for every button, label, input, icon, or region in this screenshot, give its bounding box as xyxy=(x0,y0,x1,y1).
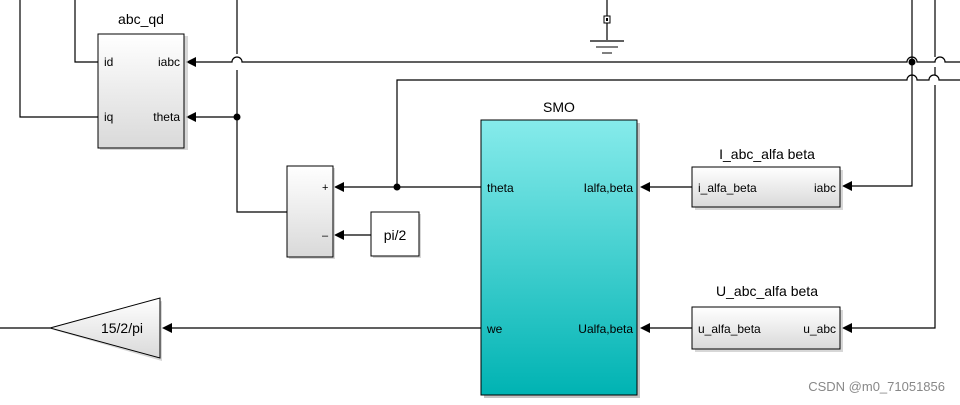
block-abc-qd-title: abc_qd xyxy=(118,11,164,27)
watermark: CSDN @m0_71051856 xyxy=(808,379,945,394)
arrow-iabc-feed xyxy=(842,181,852,191)
smo-port-theta: theta xyxy=(487,181,514,195)
block-sum[interactable]: + – xyxy=(286,165,335,259)
block-smo[interactable]: SMO theta we Ialfa,beta Ualfa,beta xyxy=(480,99,640,398)
block-i-abc-alfa-beta[interactable]: I_abc_alfa beta i_alfa_beta iabc xyxy=(691,146,843,210)
arrow-uabc-feed xyxy=(842,323,852,333)
smo-port-we: we xyxy=(486,322,503,336)
wire-theta-vertical[interactable] xyxy=(236,0,287,213)
block-u-abc-alfa-beta-body[interactable] xyxy=(691,306,841,350)
wire-iabc-bus[interactable] xyxy=(196,56,960,63)
block-smo-title: SMO xyxy=(543,99,575,115)
arrow-sum-plus xyxy=(334,182,344,192)
block-gain[interactable]: 15/2/pi xyxy=(48,297,162,361)
arrow-theta-abcqd xyxy=(186,112,196,122)
junctions xyxy=(233,58,916,191)
arrow-sum-minus xyxy=(334,230,344,240)
arrow-gain-input xyxy=(162,323,172,333)
block-u-abc-alfa-beta-title: U_abc_alfa beta xyxy=(716,283,818,299)
block-i-abc-alfa-beta-title: I_abc_alfa beta xyxy=(719,146,815,162)
block-smo-body[interactable] xyxy=(480,119,638,396)
block-sum-body[interactable] xyxy=(286,165,334,258)
block-abc-qd[interactable]: abc_qd id iq iabc theta xyxy=(97,11,188,150)
port-iabc: iabc xyxy=(158,55,180,69)
sum-plus-sign: + xyxy=(322,182,328,194)
i-block-port-in: iabc xyxy=(814,181,836,195)
junction-theta xyxy=(233,113,241,121)
i-block-port-out: i_alfa_beta xyxy=(698,181,757,195)
const-pi2-label: pi/2 xyxy=(384,227,407,243)
u-block-port-out: u_alfa_beta xyxy=(698,322,761,336)
block-i-abc-alfa-beta-body[interactable] xyxy=(691,166,841,208)
arrowheads xyxy=(162,57,852,333)
u-block-port-in: u_abc xyxy=(803,322,836,336)
junction-smo-theta xyxy=(393,183,401,191)
wire-iabc-feed[interactable] xyxy=(852,0,913,187)
port-theta-out: theta xyxy=(153,110,180,124)
arrow-smo-ualfabeta xyxy=(640,323,650,333)
signal-lines xyxy=(0,0,960,329)
port-iq: iq xyxy=(104,110,113,124)
wire-theta-bus[interactable] xyxy=(396,74,960,187)
block-const-pi2[interactable]: pi/2 xyxy=(370,211,421,258)
wire-iq-input[interactable] xyxy=(19,0,98,118)
arrow-iabc xyxy=(186,57,196,67)
gain-label: 15/2/pi xyxy=(101,320,143,336)
block-abc-qd-body[interactable] xyxy=(97,33,185,149)
arrow-smo-ialfabeta xyxy=(640,182,650,192)
smo-port-ualfabeta: Ualfa,beta xyxy=(578,322,633,336)
junction-iabc xyxy=(908,58,916,66)
sum-minus-sign: – xyxy=(322,230,329,242)
block-const-pi2-body[interactable] xyxy=(370,211,420,257)
wire-id-input[interactable] xyxy=(74,0,98,63)
block-u-abc-alfa-beta[interactable]: U_abc_alfa beta u_alfa_beta u_abc xyxy=(691,283,843,352)
smo-port-ialfabeta: Ialfa,beta xyxy=(584,181,634,195)
port-id: id xyxy=(104,55,113,69)
ground-icon[interactable] xyxy=(590,15,624,54)
block-gain-body[interactable] xyxy=(48,297,161,359)
wire-uabc-feed[interactable] xyxy=(852,0,936,329)
